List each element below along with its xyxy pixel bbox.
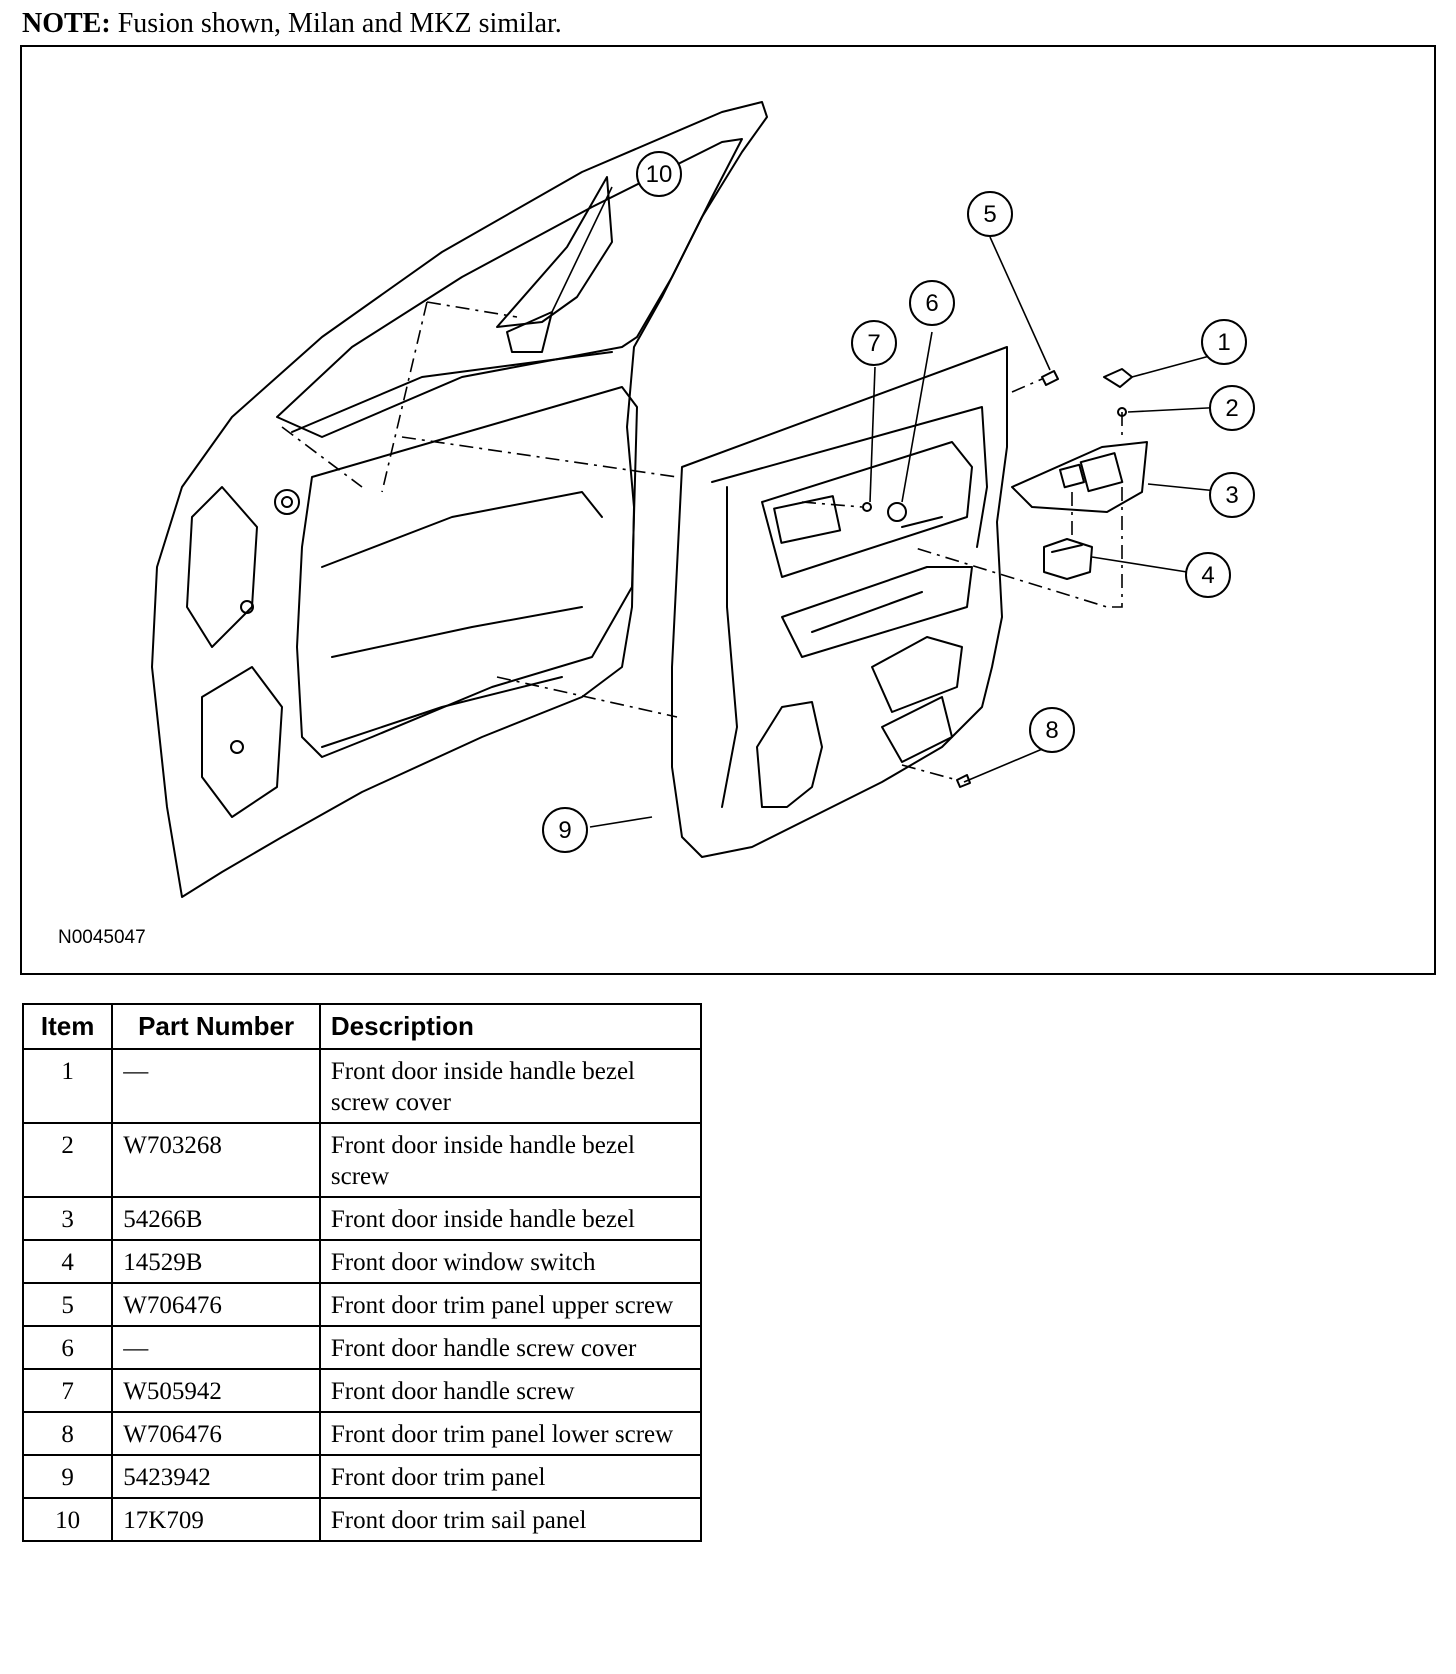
callout-4 [1185,552,1231,598]
cell-description: Front door trim sail panel [318,1497,703,1542]
cell-description: Front door inside handle bezel screw cov… [318,1048,703,1124]
cell-item: 1 [21,1048,114,1124]
callout-9-label: 9 [558,817,571,844]
cell-part-number: W505942 [111,1368,321,1413]
callout-2-label: 2 [1225,395,1238,422]
callout-5 [967,191,1013,237]
cell-item: 5 [21,1282,114,1327]
callout-1 [1201,319,1247,365]
door-frame-outline [151,101,768,898]
cell-part-number: 54266B [111,1196,321,1241]
cell-item: 8 [21,1411,114,1456]
callout-8-label: 8 [1045,717,1058,744]
cell-part-number: 14529B [111,1239,321,1284]
cell-part-number: 5423942 [111,1454,321,1499]
cell-item: 4 [21,1239,114,1284]
table-row: 7 W505942 Front door handle screw [21,1368,703,1413]
bezel-screw-cover [1103,368,1133,388]
handle-bezel [1011,441,1148,513]
callout-5-label: 5 [983,201,996,228]
cell-description: Front door window switch [318,1239,703,1284]
callout-10-label: 10 [646,161,673,188]
sail-panel [496,176,613,328]
door-diagram: 1 2 3 4 5 6 7 8 9 10 [151,101,1255,898]
cell-part-number: W706476 [111,1282,321,1327]
figure-id: N0045047 [58,927,146,948]
header-item: Item [21,1003,114,1050]
trim-panel [671,346,1008,858]
table-row: 9 5423942 Front door trim panel [21,1454,703,1499]
callout-6 [909,280,955,326]
table-row: 2 W703268 Front door inside handle bezel… [21,1122,703,1198]
window-switch [1043,538,1093,580]
note-label: NOTE: [22,8,111,39]
cell-item: 6 [21,1325,114,1370]
table-header-row: Item Part Number Description [21,1003,703,1050]
cell-part-number: 17K709 [111,1497,321,1542]
callout-3 [1209,472,1255,518]
callout-3-label: 3 [1225,482,1238,509]
cell-item: 7 [21,1368,114,1413]
cell-description: Front door trim panel lower screw [318,1411,703,1456]
cell-part-number: — [111,1325,321,1370]
cell-item: 10 [21,1497,114,1542]
callout-1-label: 1 [1217,329,1230,356]
cell-description: Front door trim panel [318,1454,703,1499]
callout-2 [1209,385,1255,431]
cell-description: Front door inside handle bezel screw [318,1122,703,1198]
header-part-number: Part Number [111,1003,321,1050]
cell-description: Front door handle screw [318,1368,703,1413]
callout-7-label: 7 [867,330,880,357]
parts-table: Item Part Number Description 1 — Front d… [21,1003,703,1542]
callout-10 [636,151,682,197]
table-row: 1 — Front door inside handle bezel screw… [21,1048,703,1124]
cell-description: Front door inside handle bezel [318,1196,703,1241]
cell-part-number: W706476 [111,1411,321,1456]
table-row: 3 54266B Front door inside handle bezel [21,1196,703,1241]
table-row: 5 W706476 Front door trim panel upper sc… [21,1282,703,1327]
cell-item: 2 [21,1122,114,1198]
cell-description: Front door handle screw cover [318,1325,703,1370]
table-row: 4 14529B Front door window switch [21,1239,703,1284]
note-text: Fusion shown, Milan and MKZ similar. [110,8,562,39]
header-description: Description [318,1003,703,1050]
cell-description: Front door trim panel upper screw [318,1282,703,1327]
exploded-view-figure: 1 2 3 4 5 6 7 8 9 10 N0045047 [20,45,1436,975]
window-frame [276,138,743,438]
callout-9 [542,807,588,853]
table-row: 6 — Front door handle screw cover [21,1325,703,1370]
cell-part-number: W703268 [111,1122,321,1198]
cell-item: 9 [21,1454,114,1499]
cell-item: 3 [21,1196,114,1241]
cell-part-number: — [111,1048,321,1124]
callout-4-label: 4 [1201,562,1214,589]
table-row: 10 17K709 Front door trim sail panel [21,1497,703,1542]
callout-6-label: 6 [925,290,938,317]
door-inner-opening [296,386,638,758]
callout-8 [1029,707,1075,753]
note: NOTE: Fusion shown, Milan and MKZ simila… [22,8,562,40]
table-row: 8 W706476 Front door trim panel lower sc… [21,1411,703,1456]
callout-7 [851,320,897,366]
